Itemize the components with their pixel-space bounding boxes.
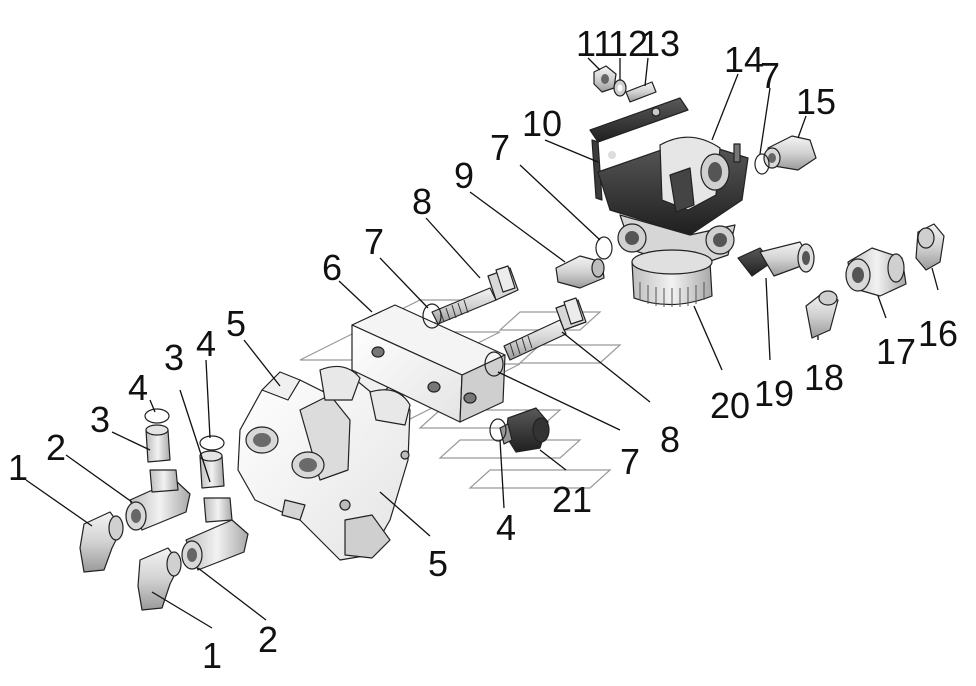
callout-7: 7	[760, 55, 780, 96]
part-21-elbow-fitting	[499, 407, 550, 453]
callout-labels: 1 1 2 2 3 3 4 4 4 5 5 6 7 7 7 7 8 8 9 10…	[8, 23, 958, 676]
callout-2: 2	[258, 619, 278, 660]
callout-9: 9	[454, 155, 474, 196]
part-1-elbow-fitting	[79, 511, 182, 611]
part-15-union-fitting	[763, 135, 817, 171]
callout-3: 3	[90, 399, 110, 440]
callout-15: 15	[796, 81, 836, 122]
callout-5: 5	[428, 543, 448, 584]
part-3-nipple	[145, 424, 225, 489]
part-14-valve-housing	[597, 136, 749, 269]
part-9-nipple	[555, 255, 605, 289]
callout-16: 16	[918, 313, 958, 354]
callout-14: 14	[724, 39, 764, 80]
callout-4: 4	[496, 507, 516, 548]
callout-7: 7	[364, 221, 384, 262]
part-18-elbow-fitting	[805, 290, 839, 339]
callout-21: 21	[552, 479, 592, 520]
part-4-sealing-ring	[144, 408, 507, 451]
part-13-stud	[625, 81, 657, 103]
part-7-sealing-ring	[422, 153, 770, 377]
part-8-bolt-lower	[503, 297, 587, 361]
callout-17: 17	[876, 331, 916, 372]
callout-2: 2	[46, 427, 66, 468]
callout-8: 8	[412, 181, 432, 222]
callout-8: 8	[660, 419, 680, 460]
part-5-relay-valve-block	[237, 365, 411, 561]
callout-18: 18	[804, 357, 844, 398]
leader-lines	[25, 57, 939, 629]
callout-4: 4	[128, 367, 148, 408]
callout-12: 12	[608, 23, 648, 64]
part-19-elbow-fitting	[737, 241, 815, 277]
part-2-tee-fitting	[125, 469, 249, 571]
callout-19: 19	[754, 373, 794, 414]
part-17-tee-fitting	[845, 247, 907, 297]
part-16-elbow-fitting	[915, 223, 945, 271]
callout-7: 7	[620, 441, 640, 482]
part-8-bolt-upper	[431, 265, 519, 325]
part-6-manifold-block	[351, 304, 506, 423]
callout-1: 1	[202, 635, 222, 676]
callout-20: 20	[710, 385, 750, 426]
part-12-washer	[613, 79, 627, 97]
callout-13: 13	[640, 23, 680, 64]
part-20-silencer-cap	[631, 249, 713, 307]
callout-10: 10	[522, 103, 562, 144]
callout-1: 1	[8, 447, 28, 488]
callout-3: 3	[164, 337, 184, 378]
part-11-nut	[593, 65, 617, 93]
callout-5: 5	[226, 303, 246, 344]
callout-11: 11	[576, 23, 613, 64]
callout-6: 6	[322, 247, 342, 288]
callout-7: 7	[490, 127, 510, 168]
callout-4: 4	[196, 323, 216, 364]
